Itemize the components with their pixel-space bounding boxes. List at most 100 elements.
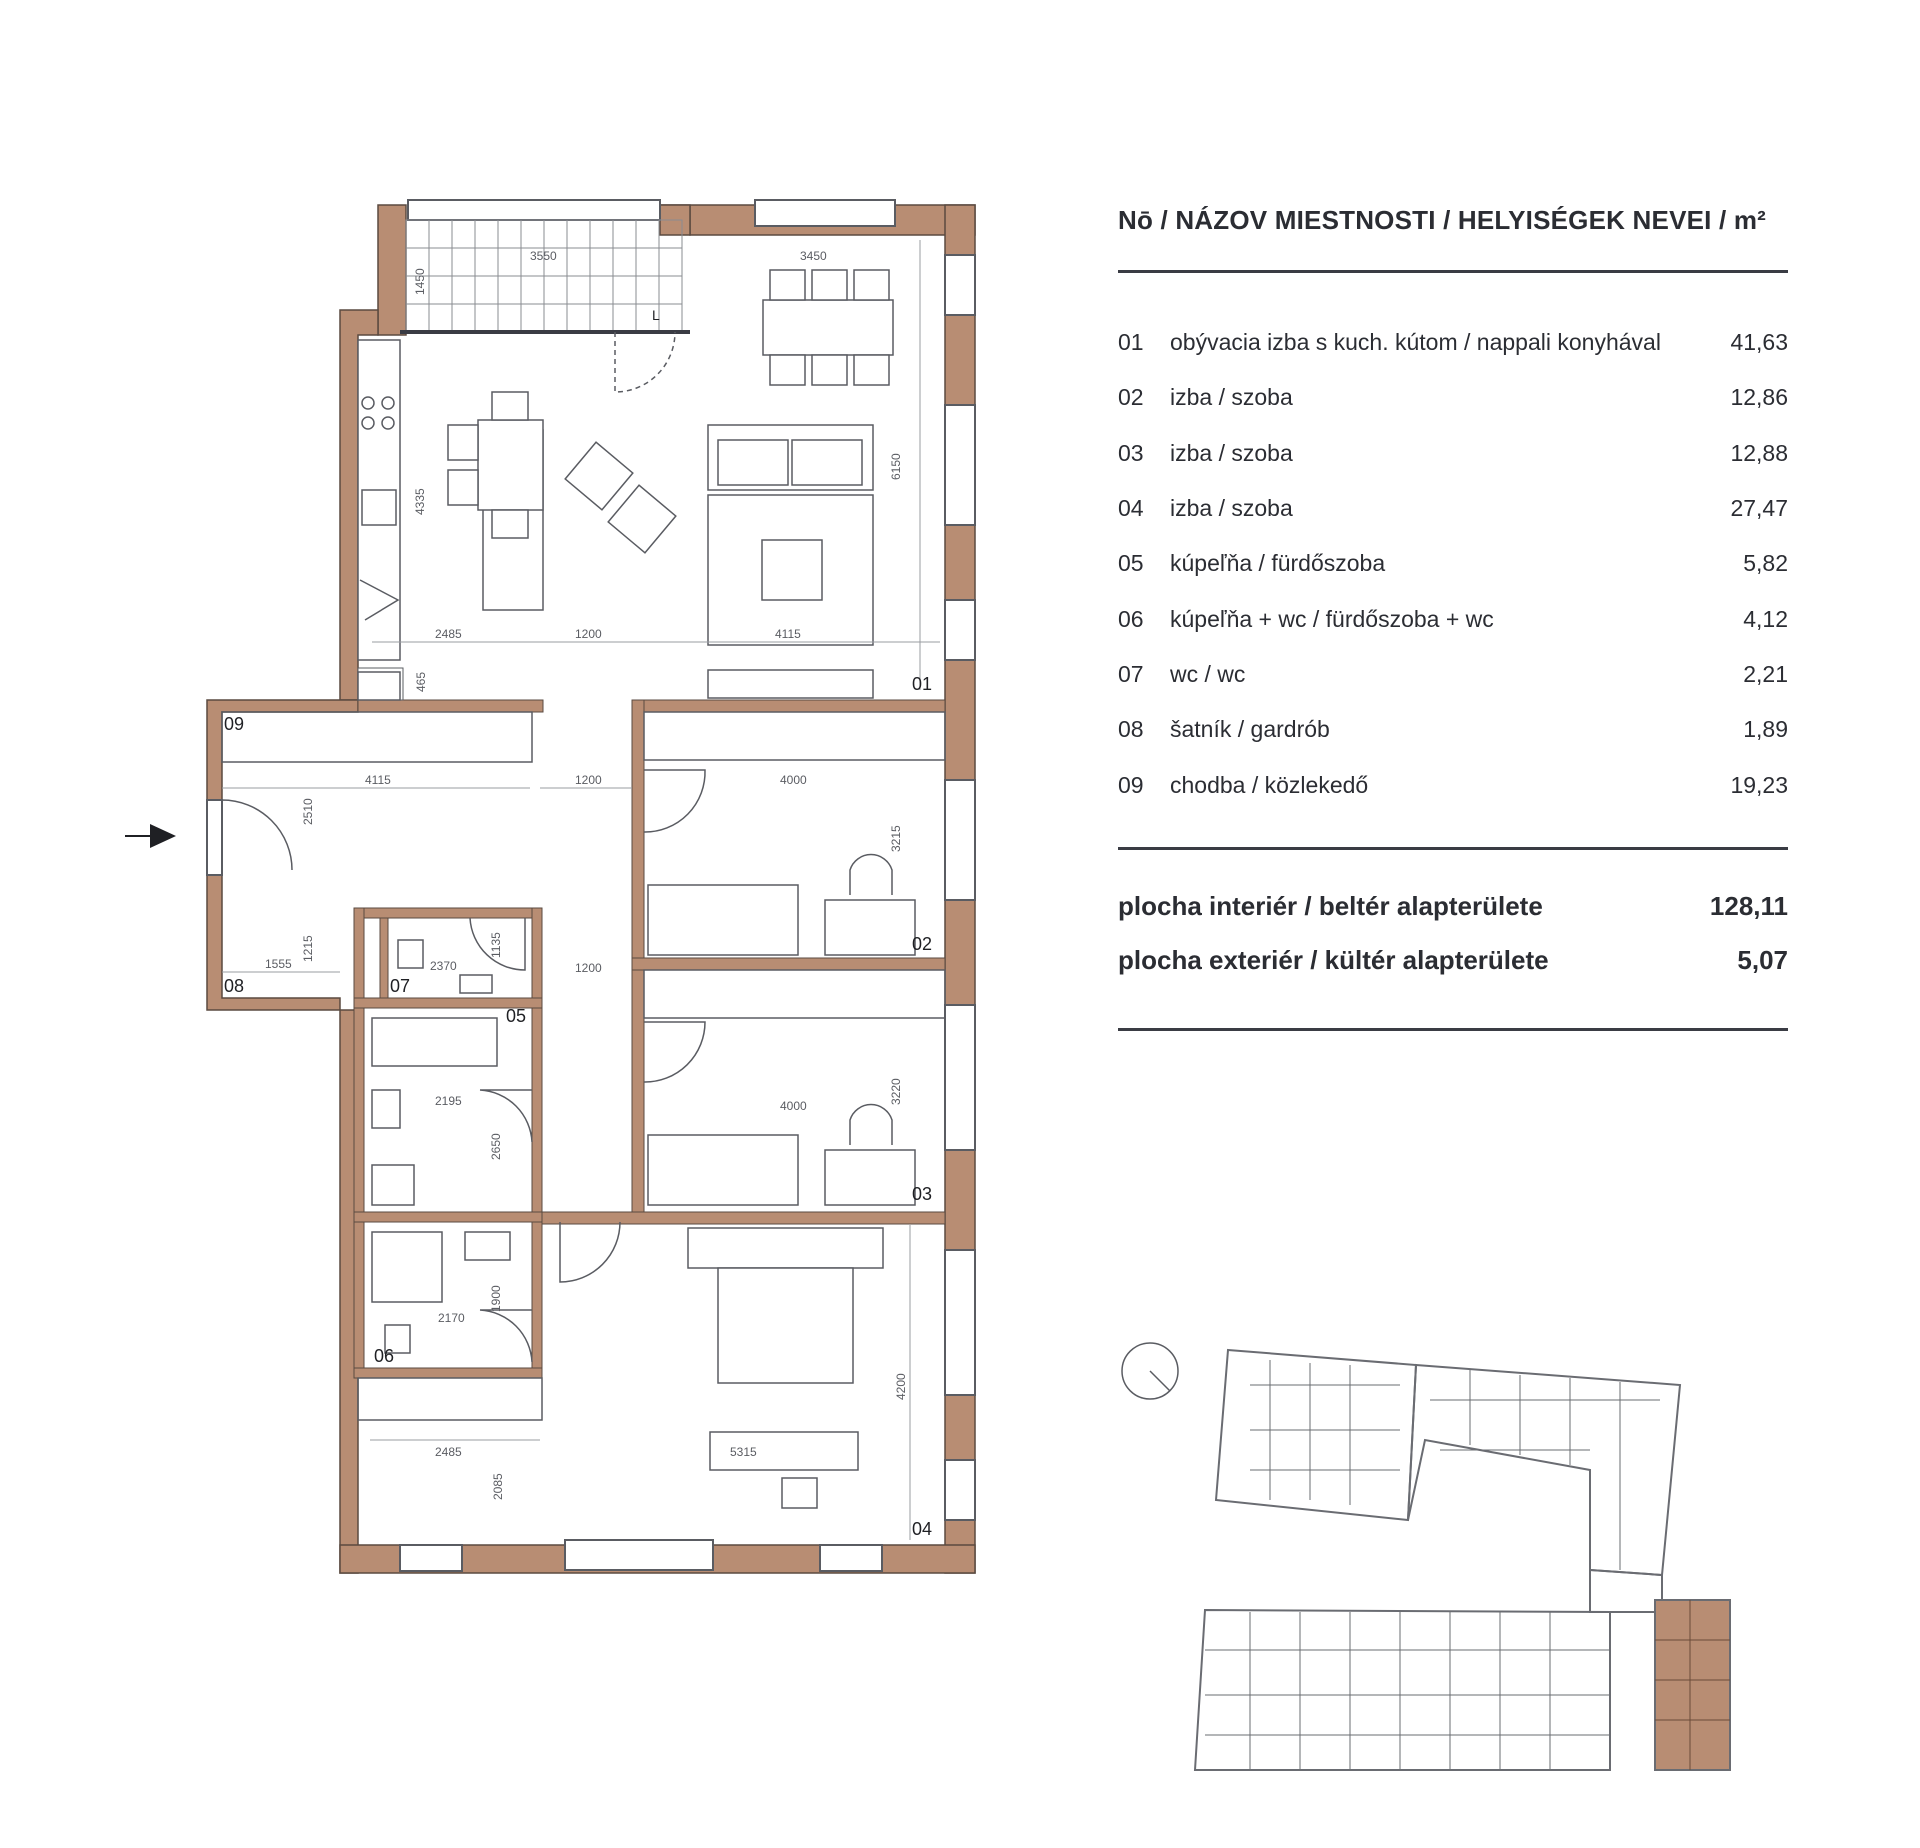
- door-entrance: [221, 799, 293, 871]
- room-row: 04 izba / szoba 27,47: [1118, 481, 1788, 536]
- room-legend-panel: Nō / NÁZOV MIESTNOSTI / HELYISÉGEK NEVEI…: [1118, 200, 1788, 1031]
- rug: [707, 494, 874, 646]
- dimension-label: 2485: [435, 1445, 462, 1459]
- room-name: kúpeľňa / fürdőszoba: [1170, 550, 1386, 577]
- bed-02: [647, 884, 799, 956]
- room-number: 06: [1118, 605, 1144, 632]
- room-label-09: 09: [224, 714, 244, 734]
- armchair: [607, 484, 677, 554]
- wall-07-05: [353, 997, 543, 1009]
- wall-terrace-west: [377, 204, 407, 336]
- terrace-tiles: [406, 220, 682, 332]
- dimension-label: 1555: [265, 957, 292, 971]
- room-area: 12,88: [1730, 439, 1788, 466]
- dimension-label: 4115: [365, 773, 391, 787]
- door-wc-07: [469, 917, 526, 971]
- dimension-label: 5315: [730, 1445, 757, 1459]
- room-label-03: 03: [912, 1184, 932, 1204]
- hob-ring-icon: [381, 416, 395, 430]
- dimension-label: 3550: [530, 249, 557, 263]
- window-east-5: [944, 1004, 976, 1151]
- divider: [1118, 846, 1788, 850]
- dimension-label: 1200: [575, 773, 602, 787]
- wall-wetcore-east: [531, 907, 543, 1369]
- dimension-label: 4115: [775, 627, 801, 641]
- room-number: 08: [1118, 716, 1144, 743]
- dimension-label: 1900: [489, 1285, 503, 1312]
- window-east-4: [944, 779, 976, 901]
- dimension-label: 2085: [491, 1473, 505, 1500]
- desk-04: [709, 1431, 859, 1471]
- room-label-08: 08: [224, 976, 244, 996]
- room-number: 02: [1118, 384, 1144, 411]
- wardrobe-02: [643, 711, 946, 761]
- room-area: 41,63: [1730, 329, 1788, 356]
- door-terrace: [614, 331, 676, 393]
- window-east-2: [944, 404, 976, 526]
- dining-table-small: [477, 419, 544, 511]
- dining-table: [762, 299, 894, 356]
- dimension-label: 4000: [780, 773, 807, 787]
- room-number: 04: [1118, 495, 1144, 522]
- room-label-01: 01: [912, 674, 932, 694]
- dimension-label: 1215: [301, 935, 315, 962]
- chair: [853, 269, 890, 301]
- room-number: 03: [1118, 439, 1144, 466]
- window-east-1: [944, 254, 976, 316]
- wall-corridor-top-left: [357, 699, 544, 713]
- sofa-cushion: [717, 439, 789, 486]
- double-bed: [717, 1267, 854, 1384]
- armchair: [564, 441, 634, 511]
- windows: [206, 199, 976, 1572]
- wall-corridor-top-right: [631, 699, 946, 713]
- window-east-7: [944, 1459, 976, 1521]
- window-east-3: [944, 599, 976, 661]
- toilet: [384, 1324, 411, 1354]
- entrance-door-frame: [206, 799, 223, 876]
- site-apartment-highlight: [1654, 1599, 1731, 1771]
- furniture: [221, 269, 946, 1509]
- window-south-1: [399, 1544, 463, 1572]
- room-name: izba / szoba: [1170, 495, 1293, 522]
- terrace: [400, 219, 690, 334]
- chair: [491, 391, 529, 421]
- dimension-label: 4000: [780, 1099, 807, 1113]
- window-south-3: [819, 1544, 883, 1572]
- room-area: 5,82: [1743, 550, 1788, 577]
- room-label-02: 02: [912, 934, 932, 954]
- room-number: 09: [1118, 771, 1144, 798]
- site-block-south: [1193, 1608, 1611, 1771]
- dimension-lines: [222, 240, 940, 1540]
- kitchen-sink: [361, 489, 397, 526]
- doors: [221, 331, 706, 1363]
- hob-ring-icon: [381, 396, 395, 410]
- chair: [811, 269, 848, 301]
- desk-chair: [849, 853, 893, 895]
- room-name: šatník / gardrób: [1170, 716, 1330, 743]
- chair: [447, 469, 479, 506]
- dimension-label: 2485: [435, 627, 462, 641]
- room-name: izba / szoba: [1170, 439, 1293, 466]
- dimension-label: 4200: [894, 1373, 908, 1400]
- room-label-04: 04: [912, 1519, 932, 1539]
- washbasin: [464, 1231, 511, 1261]
- room-name: obývacia izba s kuch. kútom / nappali ko…: [1170, 329, 1661, 356]
- hall-wardrobe: [221, 711, 533, 763]
- terrace-marker: L: [652, 307, 660, 323]
- room-area: 12,86: [1730, 384, 1788, 411]
- window-terrace: [407, 199, 661, 221]
- site-block-connector: [1589, 1568, 1663, 1613]
- site-highlight-grid: [1655, 1600, 1730, 1770]
- room-area: 27,47: [1730, 495, 1788, 522]
- room-name: wc / wc: [1170, 660, 1246, 687]
- room-area: 4,12: [1743, 605, 1788, 632]
- door-bath-05: [479, 1089, 533, 1143]
- room-label-05: 05: [506, 1006, 526, 1026]
- chair: [447, 424, 479, 461]
